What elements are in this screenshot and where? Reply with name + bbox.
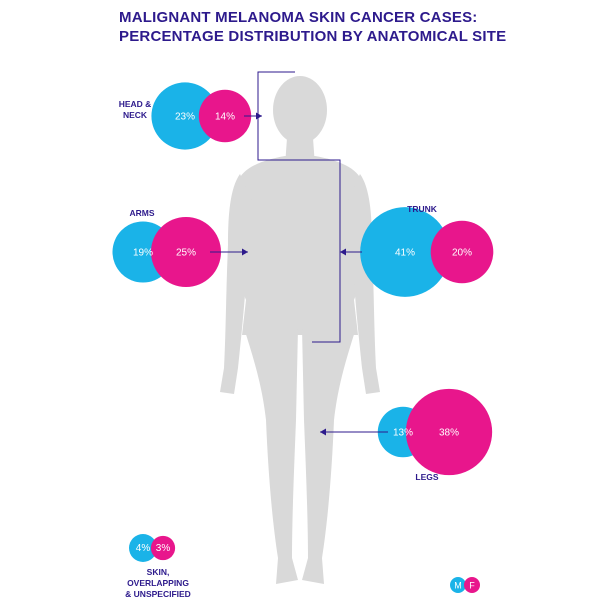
- body-arm-right: [348, 174, 380, 394]
- bubble-group-trunk: 41% 20% TRUNK: [340, 204, 494, 297]
- bubble-group-arms: 19% 25% ARMS: [112, 208, 248, 287]
- bubble-value-head-male: 23%: [175, 112, 195, 123]
- bubble-skin-female: [150, 535, 176, 561]
- region-label-legs: LEGS: [415, 472, 438, 482]
- bubble-groups: 23% 14% HEAD &NECK 19% 25% ARMS 41% 20% TRUNK 13%…: [112, 82, 494, 599]
- bubble-value-trunk-male: 41%: [395, 248, 415, 259]
- region-label-trunk: TRUNK: [407, 204, 438, 214]
- bubble-value-legs-male: 13%: [393, 428, 413, 439]
- bubble-value-trunk-female: 20%: [452, 248, 472, 259]
- bubble-value-arms-female: 25%: [176, 248, 196, 259]
- bubble-group-legs: 13% 38% LEGS: [320, 388, 493, 482]
- body-leg-right: [302, 328, 356, 584]
- body-head: [273, 76, 327, 144]
- body-arm-left: [220, 174, 252, 394]
- arrow-head-legs: [320, 428, 326, 436]
- bubble-head-male: [151, 82, 219, 150]
- legend-male-swatch: [450, 577, 466, 593]
- bubble-legs-female: [405, 388, 493, 476]
- body-leg-left: [244, 328, 298, 584]
- arrow-head-arms: [242, 248, 248, 256]
- bubble-head-female: [198, 89, 252, 143]
- body-torso: [234, 156, 366, 335]
- legend-male-label: M: [454, 581, 462, 591]
- bubble-trunk-female: [430, 220, 494, 284]
- bubble-group-head: 23% 14% HEAD &NECK: [119, 82, 262, 150]
- arrow-head-head: [256, 112, 262, 120]
- bubble-value-skin-female: 3%: [156, 543, 171, 554]
- legend-female-label: F: [469, 581, 475, 591]
- bubble-value-arms-male: 19%: [133, 248, 153, 259]
- bubble-trunk-male: [360, 207, 450, 297]
- bubble-group-skin: 4% 3% SKIN,OVERLAPPING& UNSPECIFIED: [125, 534, 191, 599]
- bubble-value-head-female: 14%: [215, 112, 235, 123]
- bracket-trunk: [300, 159, 341, 343]
- arrow-head-trunk: [340, 248, 346, 256]
- bubble-skin-male: [129, 534, 157, 562]
- chart-title-line-2: PERCENTAGE DISTRIBUTION BY ANATOMICAL SI…: [119, 28, 507, 45]
- region-label-arms: ARMS: [129, 208, 154, 218]
- bubble-value-skin-male: 4%: [136, 543, 151, 554]
- bubble-arms-female: [151, 217, 221, 287]
- region-label-skin: SKIN,OVERLAPPING& UNSPECIFIED: [125, 567, 191, 599]
- region-label-head: HEAD &NECK: [119, 99, 152, 120]
- body-silhouette: [220, 76, 380, 584]
- chart-title-line-1: MALIGNANT MELANOMA SKIN CANCER CASES:: [119, 9, 478, 26]
- bubble-value-legs-female: 38%: [439, 428, 459, 439]
- chart-title: MALIGNANT MELANOMA SKIN CANCER CASES: PE…: [119, 8, 506, 46]
- legend-female-swatch: [464, 577, 480, 593]
